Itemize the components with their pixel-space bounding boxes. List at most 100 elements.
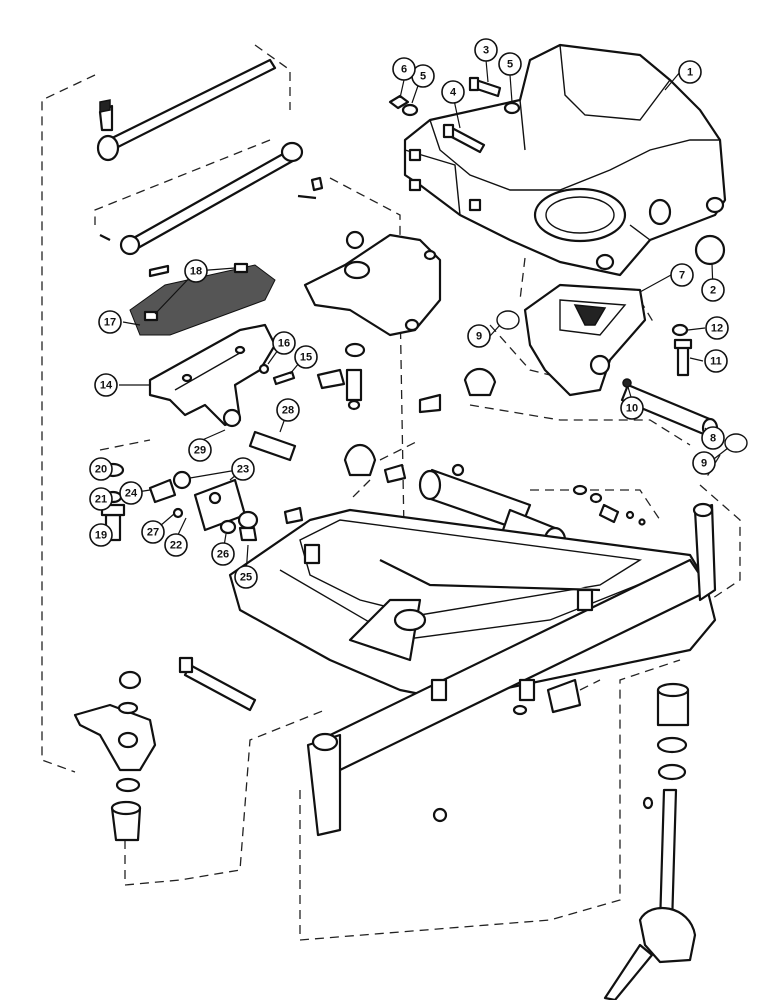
- callout-circle: [119, 481, 143, 505]
- callout-11: 11: [704, 349, 728, 373]
- callout-8: 8: [701, 426, 725, 450]
- callout-4: 4: [441, 80, 465, 104]
- callout-circle: [234, 565, 258, 589]
- snap-ring-lower: [724, 433, 748, 453]
- gasket-plate: [129, 262, 276, 336]
- callout-circle: [294, 345, 318, 369]
- callout-circle: [276, 398, 300, 422]
- callout-number: 17: [104, 317, 116, 329]
- callout-number: 11: [710, 356, 722, 368]
- callout-number: 5: [507, 59, 513, 71]
- callout-number: 24: [125, 488, 138, 500]
- plug: [694, 234, 726, 266]
- left-hardware: [100, 462, 304, 542]
- callout-circle: [141, 520, 165, 544]
- callout-29: 29: [188, 438, 212, 462]
- callout-19: 19: [89, 523, 113, 547]
- callout-number: 19: [95, 530, 107, 542]
- callout-number: 2: [710, 285, 716, 297]
- callout-20: 20: [89, 457, 113, 481]
- callout-number: 10: [626, 403, 638, 415]
- middle-bushing-stud: [316, 342, 366, 411]
- callout-27: 27: [141, 520, 165, 544]
- callout-circle: [701, 278, 725, 302]
- callout-number: 21: [95, 494, 107, 506]
- callout-number: 23: [237, 464, 249, 476]
- callout-circle: [98, 310, 122, 334]
- tie-rod-assembly: [96, 58, 324, 278]
- callout-5: 5: [498, 52, 522, 76]
- callout-number: 25: [240, 572, 252, 584]
- callout-number: 16: [278, 338, 290, 350]
- callout-15: 15: [294, 345, 318, 369]
- callout-number: 28: [282, 405, 294, 417]
- callout-circle: [89, 487, 113, 511]
- callout-1: 1: [678, 60, 702, 84]
- right-bolt-washer: [671, 323, 693, 377]
- bracket-bolt-nut: [258, 363, 296, 386]
- main-support-casting: [403, 43, 727, 277]
- mounting-bracket: [148, 323, 277, 428]
- callout-circle: [188, 438, 212, 462]
- callout-number: 9: [701, 458, 707, 470]
- callout-number: 14: [100, 380, 113, 392]
- callout-28: 28: [276, 398, 300, 422]
- callout-layer: 1234556789910111214151617181920212223242…: [89, 38, 729, 589]
- callout-circle: [474, 38, 498, 62]
- callout-6: 6: [392, 57, 416, 81]
- callout-circle: [704, 349, 728, 373]
- callout-18: 18: [184, 259, 208, 283]
- callout-circle: [89, 457, 113, 481]
- callout-number: 4: [450, 87, 457, 99]
- cylinder-clamps: [343, 367, 497, 484]
- callout-circle: [231, 457, 255, 481]
- callout-22: 22: [164, 533, 188, 557]
- callout-number: 5: [420, 71, 426, 83]
- callout-number: 27: [147, 527, 159, 539]
- callout-circle: [392, 57, 416, 81]
- callout-number: 1: [687, 67, 693, 79]
- callout-number: 12: [711, 323, 723, 335]
- callout-circle: [498, 52, 522, 76]
- snap-ring-upper: [496, 310, 520, 330]
- callout-circle: [211, 542, 235, 566]
- callout-25: 25: [234, 565, 258, 589]
- callout-21: 21: [89, 487, 113, 511]
- callout-number: 18: [190, 266, 202, 278]
- callout-3: 3: [474, 38, 498, 62]
- bracket-pin: [248, 430, 297, 462]
- callout-10: 10: [620, 396, 644, 420]
- callout-9: 9: [692, 451, 716, 475]
- callout-number: 26: [217, 549, 229, 561]
- grease-fitting: [622, 378, 632, 388]
- long-bolt: [178, 656, 257, 712]
- callout-circle: [184, 259, 208, 283]
- steering-arm: [73, 670, 157, 842]
- callout-circle: [705, 316, 729, 340]
- callout-12: 12: [705, 316, 729, 340]
- callout-number: 22: [170, 540, 182, 552]
- callout-26: 26: [211, 542, 235, 566]
- callout-2: 2: [701, 278, 725, 302]
- callout-number: 29: [194, 445, 206, 457]
- callout-number: 15: [300, 352, 312, 364]
- callout-circle: [441, 80, 465, 104]
- callout-number: 6: [401, 64, 407, 76]
- callout-number: 7: [679, 270, 685, 282]
- callout-circle: [89, 523, 113, 547]
- upper-support-casting: [303, 230, 442, 337]
- callout-number: 20: [95, 464, 107, 476]
- callout-number: 3: [483, 45, 489, 57]
- callout-circle: [670, 263, 694, 287]
- callout-number: 8: [710, 433, 716, 445]
- ball-joint-parts: [572, 484, 646, 526]
- callout-circle: [164, 533, 188, 557]
- callout-17: 17: [98, 310, 122, 334]
- front-axle-frame: [228, 502, 717, 837]
- callout-23: 23: [231, 457, 255, 481]
- callout-circle: [467, 324, 491, 348]
- callout-7: 7: [670, 263, 694, 287]
- callout-9: 9: [467, 324, 491, 348]
- callout-circle: [272, 331, 296, 355]
- callout-circle: [620, 396, 644, 420]
